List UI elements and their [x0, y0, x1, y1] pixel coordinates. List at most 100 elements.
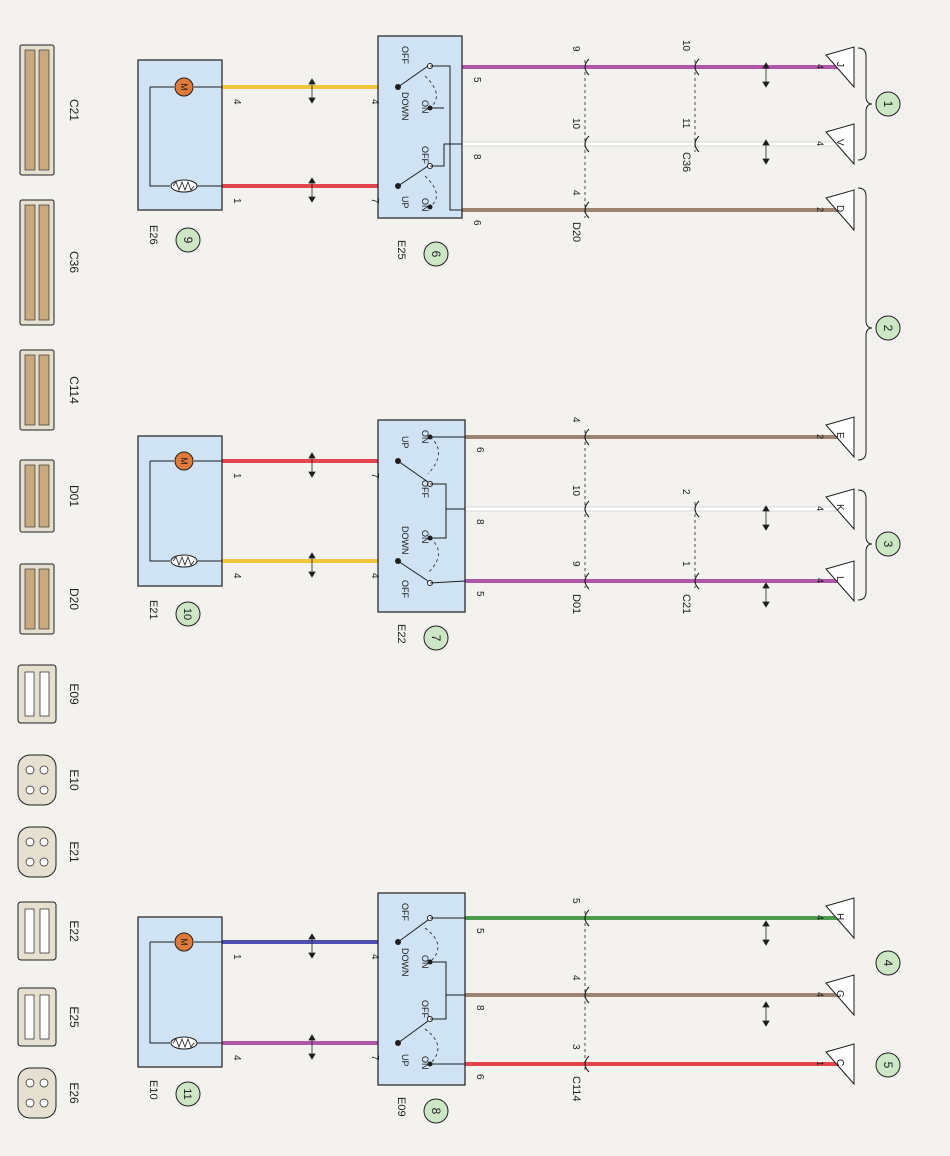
pin-label: 8: [474, 1005, 485, 1011]
pin-label: 4: [369, 99, 380, 105]
switch-label: OFF: [420, 146, 430, 164]
pin-label: 4: [231, 573, 242, 579]
pin-label: 4: [570, 190, 581, 196]
switch-label: ON: [420, 198, 430, 212]
circuit-braces: [857, 47, 873, 601]
connector-icon-d20: D20: [19, 563, 81, 635]
switch-label: OFF: [400, 903, 410, 921]
circuit-num: 5: [881, 1062, 895, 1069]
circuit-num-circle: [875, 315, 901, 341]
inline-connector-labels: C36 D20 D01 C21 C114: [570, 152, 692, 1101]
mirror-motor-10: M 1 4 10 E21: [137, 435, 242, 627]
switch-7: ON UP OFF ON DOWN OFF 7 4 6 8 5 7 E22: [369, 419, 485, 651]
pin-label: 1: [231, 198, 242, 204]
circuit-num: 4: [881, 960, 895, 967]
connector-label: E21: [67, 841, 81, 863]
circuit-num: 2: [881, 325, 895, 332]
wires: [222, 65, 840, 1066]
switch-label: UP: [400, 436, 410, 449]
component-num-circle: [175, 601, 201, 627]
inline-connector-label: C36: [680, 152, 692, 172]
switch-label: ON: [420, 530, 430, 544]
switch-label: UP: [400, 196, 410, 209]
component-id: E26: [147, 225, 159, 245]
switch-label: ON: [420, 100, 430, 114]
inline-connector-label: C21: [680, 594, 692, 614]
arrow-marks: [308, 62, 770, 1060]
terminal-letter: H: [834, 913, 845, 920]
terminal-pin: 4: [815, 141, 825, 146]
inline-connector-label: D01: [570, 594, 582, 614]
motor-icon: [174, 77, 194, 97]
component-num-circle: [423, 241, 449, 267]
terminal-pin: 4: [815, 506, 825, 511]
pin-label: 1: [231, 954, 242, 960]
switch-8: OFF DOWN ON OFF UP ON 4 7 5 8 6 8 E09: [369, 892, 485, 1124]
switch-label: ON: [420, 430, 430, 444]
motor-icon: [174, 932, 194, 952]
circuit-num: 1: [881, 101, 895, 108]
component-id: E25: [395, 240, 407, 260]
pin-label: 3: [570, 1044, 581, 1050]
pin-label: 11: [680, 118, 691, 129]
connector-icon-c36: C36: [19, 199, 81, 326]
plug-marks: [584, 58, 700, 1073]
pin-label: 4: [231, 99, 242, 105]
pin-label: 5: [474, 591, 485, 597]
connector-icon-e25: E25: [17, 987, 81, 1047]
connector-icon-d01: D01: [19, 459, 81, 533]
motor-icon: [174, 451, 194, 471]
terminal-letter: L: [834, 576, 845, 582]
component-id: E22: [395, 624, 407, 644]
connector-label: D01: [67, 485, 81, 507]
connector-label: E25: [67, 1006, 81, 1028]
pin-label: 5: [474, 928, 485, 934]
terminal-letter: D: [834, 205, 845, 212]
circuit-num-circle: [875, 91, 901, 117]
pin-label: 4: [231, 1055, 242, 1061]
pin-label: 1: [231, 473, 242, 479]
terminal-letter: V: [834, 139, 845, 146]
connector-icon-e22: E22: [17, 901, 81, 961]
switch-label: OFF: [400, 46, 410, 64]
connector-label: C21: [67, 99, 81, 121]
connector-label: D20: [67, 588, 81, 610]
pin-label: 7: [369, 198, 380, 204]
terminal-pin: 4: [815, 64, 825, 69]
circuit-num: 3: [881, 541, 895, 548]
terminal-letter: K: [834, 504, 845, 511]
pin-label: 6: [471, 220, 482, 226]
component-num-circle: [423, 625, 449, 651]
switch-label: DOWN: [400, 92, 410, 121]
terminal-pin: 4: [815, 915, 825, 920]
connector-label: E26: [67, 1082, 81, 1104]
inline-connector-label: D20: [570, 222, 582, 242]
pin-label: 10: [680, 40, 691, 52]
mirror-motor-9: M 4 1 9 E26: [137, 59, 242, 253]
switch-label: OFF: [420, 1000, 430, 1018]
terminal-pin: 2: [815, 207, 825, 212]
connector-icon-e26: E26: [17, 1067, 81, 1119]
connector-label: C114: [67, 376, 81, 404]
connector-icon-e09: E09: [17, 664, 81, 724]
terminal-letter: J: [834, 62, 845, 67]
pin-label: 6: [474, 447, 485, 453]
motor-label: M: [179, 83, 189, 91]
terminal-pin: 4: [815, 578, 825, 583]
connector-icon-e10: E10: [17, 754, 81, 806]
pin-label: 4: [570, 975, 581, 981]
terminal-pin: 2: [815, 434, 825, 439]
connector-icon-c114: C114: [19, 349, 81, 431]
pin-label: 10: [570, 485, 581, 497]
connector-label: E10: [67, 769, 81, 791]
pin-label: 10: [570, 118, 581, 130]
component-num: 6: [429, 251, 443, 258]
connector-label: E22: [67, 920, 81, 942]
component-id: E21: [147, 600, 159, 620]
heater-icon: [170, 554, 198, 568]
connector-label: E09: [67, 683, 81, 705]
circuit-num-circle: [875, 531, 901, 557]
connector-label: C36: [67, 251, 81, 273]
component-id: E09: [395, 1097, 407, 1117]
